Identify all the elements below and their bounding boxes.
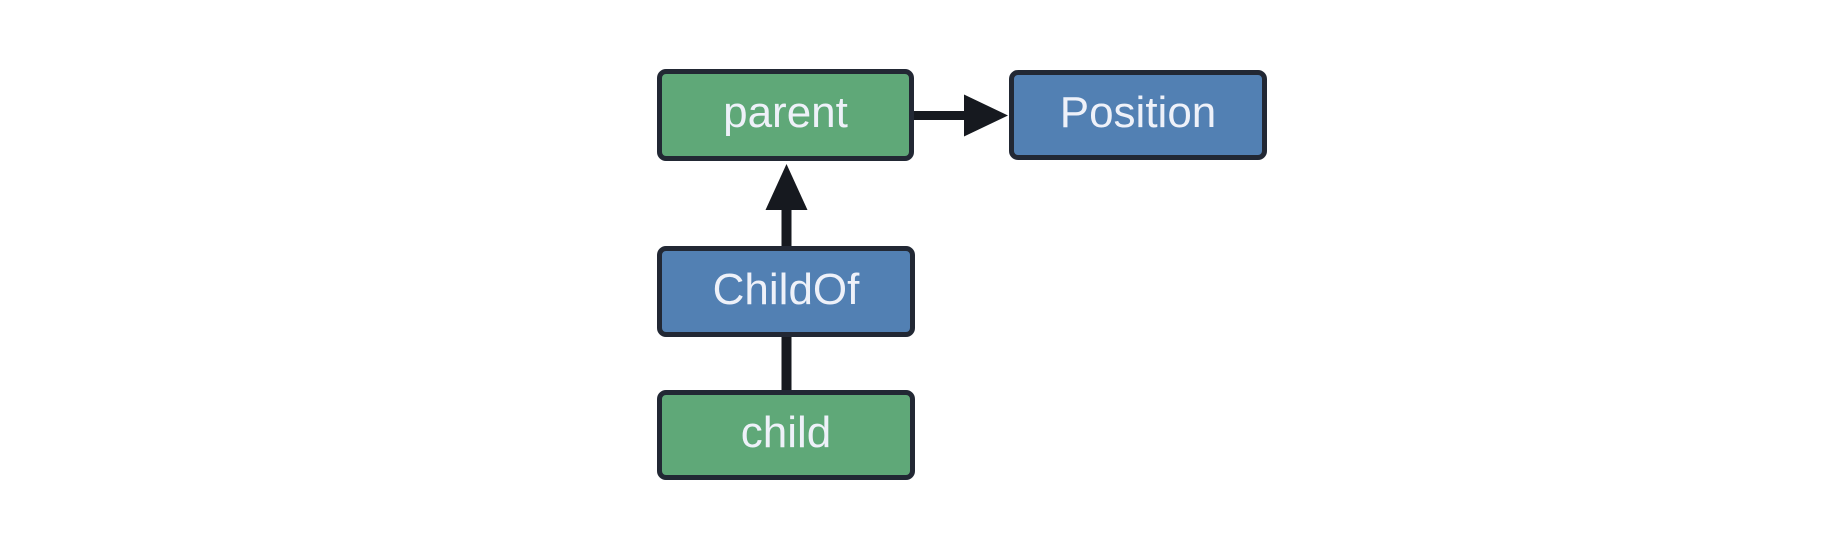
node-child: child bbox=[657, 390, 915, 480]
node-parent: parent bbox=[657, 69, 914, 161]
node-childof-label: ChildOf bbox=[712, 264, 860, 314]
edge-childof-to-parent bbox=[765, 164, 808, 247]
edge-parent-to-position bbox=[911, 94, 1008, 137]
arrowhead-up-icon bbox=[765, 164, 808, 210]
node-position-label: Position bbox=[1059, 88, 1217, 137]
node-position: Position bbox=[1009, 70, 1267, 160]
node-parent-label: parent bbox=[723, 88, 848, 137]
arrowhead-right-icon bbox=[964, 94, 1008, 137]
node-child-label: child bbox=[740, 408, 832, 457]
node-childof: ChildOf bbox=[657, 246, 915, 337]
